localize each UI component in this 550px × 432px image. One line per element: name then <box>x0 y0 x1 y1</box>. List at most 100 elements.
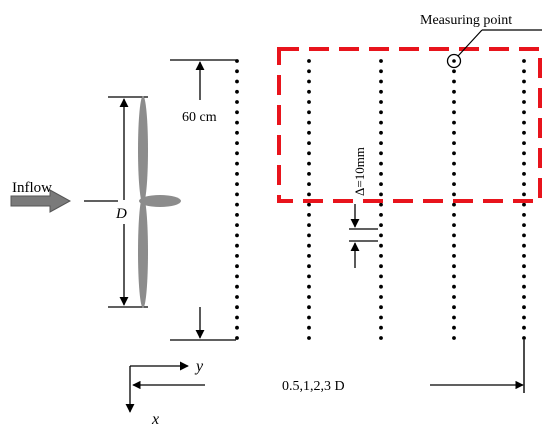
measurement-dot <box>522 89 526 94</box>
measurement-dot <box>452 161 456 166</box>
measurement-dot <box>235 182 239 187</box>
measurement-dot <box>452 284 456 289</box>
spacing-dimension <box>349 204 378 268</box>
measurement-dot <box>235 120 239 125</box>
measurement-dot <box>522 172 526 176</box>
dotted-line-5 <box>522 59 526 340</box>
measurement-dot <box>522 182 526 187</box>
measurement-dot <box>307 213 311 217</box>
measurement-dot <box>522 79 526 84</box>
measurement-dot <box>307 284 311 289</box>
measurement-dot <box>235 141 239 146</box>
measurement-dot <box>379 100 383 104</box>
measurement-dot <box>452 172 456 176</box>
measurement-dot <box>452 223 456 228</box>
measurement-dot <box>452 295 456 299</box>
measurement-lines <box>235 59 526 340</box>
measurement-dot <box>235 243 239 248</box>
measurement-dot <box>522 223 526 228</box>
measurement-dot <box>307 130 311 135</box>
measurement-dot <box>379 141 383 146</box>
measurement-dot <box>235 130 239 135</box>
measurement-dot <box>235 100 239 104</box>
measurement-dot <box>307 233 311 238</box>
measurement-dot <box>235 202 239 207</box>
measurement-dot <box>452 130 456 135</box>
measurement-dot <box>307 202 311 207</box>
measurement-dot <box>307 223 311 228</box>
measurement-dot <box>522 233 526 238</box>
measurement-dot <box>522 305 526 310</box>
measurement-dot <box>307 89 311 94</box>
measurement-dot <box>379 151 383 156</box>
measurement-dot <box>235 336 239 340</box>
measurement-dot <box>379 295 383 299</box>
measurement-dot <box>522 120 526 125</box>
measurement-dot <box>379 59 383 63</box>
measurement-dot <box>307 305 311 310</box>
measurement-dot <box>522 315 526 320</box>
measurement-dot <box>235 325 239 330</box>
measurement-dot <box>307 182 311 187</box>
measurement-dot <box>522 130 526 135</box>
measurement-dot <box>235 315 239 320</box>
measuring-point-marker <box>446 29 542 69</box>
measurement-dot <box>522 100 526 104</box>
measurement-dot <box>379 161 383 166</box>
measurement-dot <box>452 192 456 197</box>
measurement-dot <box>379 182 383 187</box>
measurement-dot <box>522 336 526 340</box>
measurement-dot <box>522 243 526 248</box>
measurement-dot <box>307 100 311 104</box>
measurement-dot <box>235 79 239 84</box>
measurement-dot <box>235 284 239 289</box>
measurement-dot <box>379 243 383 248</box>
measurement-dot <box>379 79 383 84</box>
measurement-dot <box>379 213 383 217</box>
measurement-dot <box>307 243 311 248</box>
measurement-dot <box>452 213 456 217</box>
measurement-dot <box>235 274 239 279</box>
measurement-dot <box>307 79 311 84</box>
measurement-dot <box>522 325 526 330</box>
distance-label: 0.5,1,2,3 D <box>282 379 345 394</box>
measurement-dot <box>379 284 383 289</box>
axis-x-label: x <box>151 411 159 428</box>
measurement-dot <box>379 233 383 238</box>
measurement-dot <box>235 223 239 228</box>
measurement-dot <box>307 336 311 340</box>
measurement-dot <box>307 141 311 146</box>
measurement-dot <box>235 192 239 197</box>
measurement-dot <box>379 89 383 94</box>
measurement-dot <box>452 100 456 104</box>
measurement-dot <box>379 120 383 125</box>
measurement-dot <box>522 59 526 63</box>
measurement-dot <box>379 336 383 340</box>
measurement-dot <box>235 110 239 115</box>
measurement-dot <box>307 172 311 176</box>
measurement-dot <box>235 59 239 63</box>
diameter-dimension <box>108 96 148 308</box>
measurement-dot <box>379 223 383 228</box>
measurement-dot <box>452 79 456 84</box>
measurement-dot <box>379 192 383 197</box>
measurement-dot <box>452 305 456 310</box>
measurement-dot <box>379 305 383 310</box>
measurement-region <box>277 47 542 203</box>
measurement-dot <box>452 151 456 156</box>
measurement-dot <box>452 336 456 340</box>
measurement-dot <box>307 274 311 279</box>
measuring-point-label: Measuring point <box>420 13 512 28</box>
measurement-dot <box>307 120 311 125</box>
measurement-dot <box>379 202 383 207</box>
measurement-dot <box>235 264 239 269</box>
measurement-dot <box>235 233 239 238</box>
coordinate-axes <box>125 361 189 413</box>
measurement-dot <box>379 254 383 258</box>
measurement-dot <box>452 243 456 248</box>
measurement-dot <box>522 274 526 279</box>
measurement-dot <box>522 161 526 166</box>
dotted-line-4 <box>452 59 456 340</box>
